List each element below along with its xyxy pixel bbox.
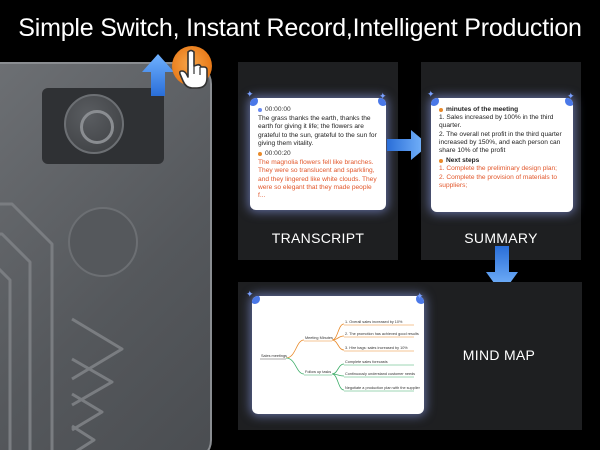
mindmap-card: Sales meetings Meeting Minutes Follow up… <box>238 282 582 430</box>
timestamp-dot-icon <box>258 108 262 113</box>
mindmap-leaf-6: Negotiate a production plan with the sup… <box>345 386 421 390</box>
heading-dot-icon <box>439 108 443 113</box>
device-dial[interactable] <box>64 94 124 154</box>
corner-badge-icon <box>431 98 439 106</box>
device-pad <box>68 207 138 277</box>
transcript-screen: 00:00:00 The grass thanks the earth, tha… <box>250 98 386 210</box>
summary-label: SUMMARY <box>464 230 538 246</box>
mindmap-leaf-5: Continuously understand customer needs <box>345 372 415 376</box>
heading-dot-icon <box>439 159 443 164</box>
timestamp-2: 00:00:20 <box>265 150 291 158</box>
corner-badge-icon <box>250 98 258 106</box>
transcript-paragraph-2: The magnolia flowers fell like branches.… <box>258 159 377 200</box>
mindmap-leaf-3: 3. Hire bags: sales increased by 10% <box>345 346 408 350</box>
headline: Simple Switch, Instant Record,Intelligen… <box>18 13 582 42</box>
summary-heading-1: minutes of the meeting <box>446 106 519 113</box>
sparkle-icon: ✦ <box>246 289 254 299</box>
corner-badge-icon <box>565 98 573 106</box>
summary-item-3: 1. Complete the preliminary design plan; <box>439 165 558 173</box>
sparkle-icon: ✦ <box>416 291 424 301</box>
summary-heading-2: Next steps <box>446 157 480 165</box>
transcript-paragraph-1: The grass thanks the earth, thanks the e… <box>258 115 377 147</box>
sparkle-icon: ✦ <box>567 91 575 101</box>
corner-badge-icon <box>252 296 260 304</box>
right-arrow-icon <box>387 130 429 160</box>
sparkle-icon: ✦ <box>246 89 254 99</box>
summary-item-2: 2. The overall net profit in the third q… <box>439 130 562 155</box>
sparkle-icon: ✦ <box>379 91 387 101</box>
sparkle-icon: ✦ <box>427 89 435 99</box>
hand-pointer-icon <box>178 49 208 89</box>
corner-badge-icon <box>416 296 424 304</box>
mindmap-branch-1: Meeting Minutes <box>305 336 333 340</box>
up-arrow-icon <box>142 54 174 96</box>
timestamp-dot-icon <box>258 152 262 157</box>
summary-screen: minutes of the meeting 1. Sales increase… <box>431 98 573 212</box>
mindmap-leaf-2: 2. The promotion has achieved good resul… <box>345 332 419 336</box>
mindmap-label: MIND MAP <box>462 347 536 363</box>
device-grooves <box>0 202 124 450</box>
mindmap-branch-2: Follow up tasks <box>305 370 331 374</box>
corner-badge-icon <box>378 98 386 106</box>
timestamp-1: 00:00:00 <box>265 106 291 113</box>
recorder-device <box>0 62 212 450</box>
mindmap-diagram: Sales meetings Meeting Minutes Follow up… <box>260 320 421 392</box>
mindmap-leaf-4: Complete sales forecasts <box>345 360 388 364</box>
mindmap-root: Sales meetings <box>261 354 287 358</box>
transcript-label: TRANSCRIPT <box>271 230 365 246</box>
mindmap-screen: Sales meetings Meeting Minutes Follow up… <box>252 296 424 414</box>
transcript-card: 00:00:00 The grass thanks the earth, tha… <box>238 62 398 260</box>
summary-item-4: 2. Complete the provision of materials t… <box>439 173 558 189</box>
summary-item-1: 1. Sales increased by 100% in the third … <box>439 114 554 130</box>
summary-card: minutes of the meeting 1. Sales increase… <box>421 62 581 260</box>
mindmap-leaf-1: 1. Overall sales increased by 10% <box>345 320 403 324</box>
